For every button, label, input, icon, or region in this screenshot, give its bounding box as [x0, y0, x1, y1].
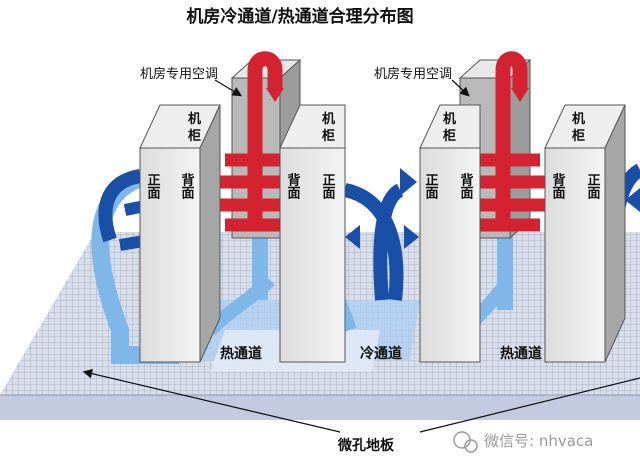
floor-label: 微孔地板 — [337, 437, 395, 454]
cabinet-front-label: 正面 — [145, 173, 161, 200]
cabinet-label-bottom: 柜 — [321, 128, 335, 144]
cabinet-label-top: 机 — [443, 111, 456, 127]
hot-aisle-label-right: 热通道 — [500, 345, 542, 362]
cabinet-label-top: 机 — [322, 111, 335, 127]
cabinet-label-top: 机 — [572, 111, 585, 127]
hot-aisle-label-left: 热通道 — [220, 345, 262, 362]
cabinet-front-label: 正面 — [585, 173, 601, 200]
diagram-title: 机房冷通道/热通道合理分布图 — [186, 6, 413, 27]
cold-aisle-label: 冷通道 — [360, 345, 402, 362]
hot-air-flow-right — [470, 51, 550, 232]
cabinet-label-bottom: 柜 — [571, 128, 585, 144]
cabinet-back-label: 背面 — [550, 172, 566, 200]
cabinet-1: 机 柜 — [139, 104, 221, 363]
ac-label-left: 机房专用空调 — [140, 66, 218, 82]
cabinet-label-top: 机 — [188, 111, 201, 127]
cabinet-2: 机 柜 — [279, 104, 346, 363]
ac-label-right: 机房专用空调 — [374, 66, 452, 82]
cabinet-front-label: 正面 — [320, 173, 336, 200]
cabinet-3: 机 柜 — [419, 104, 481, 363]
cabinet-front-label: 正面 — [423, 173, 439, 200]
cabinet-label-bottom: 柜 — [187, 128, 201, 144]
cabinet-label-bottom: 柜 — [442, 128, 456, 144]
watermark-text: 微信号: nhvaca — [484, 432, 593, 450]
cabinet-4: 机 柜 — [544, 104, 626, 363]
cabinet-back-label: 背面 — [179, 172, 195, 200]
cabinet-back-label: 背面 — [458, 172, 474, 200]
cabinet-back-label: 背面 — [285, 172, 301, 200]
wechat-icon — [453, 431, 471, 449]
watermark: 微信号: nhvaca — [453, 431, 593, 453]
